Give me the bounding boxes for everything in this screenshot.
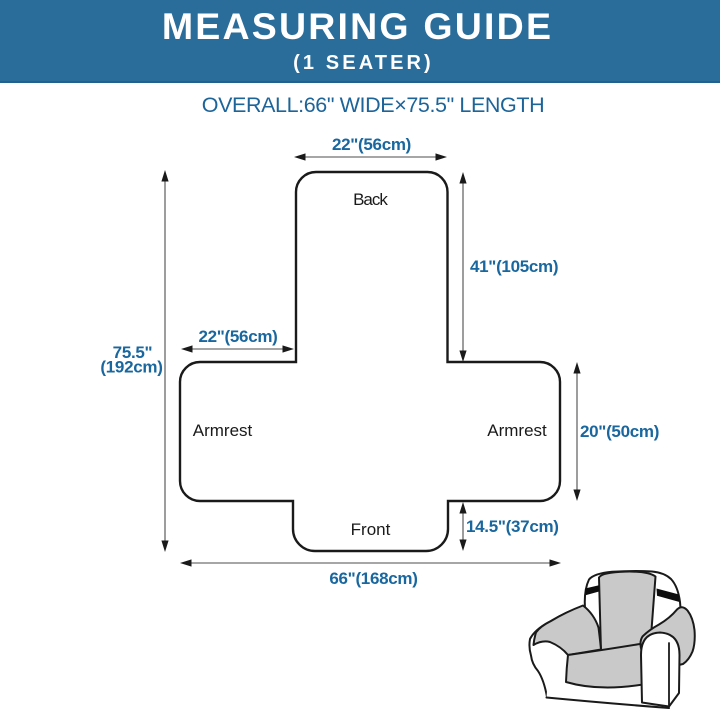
svg-text:22"(56cm): 22"(56cm): [332, 135, 411, 154]
svg-text:20"(50cm): 20"(50cm): [580, 422, 659, 441]
svg-text:66"(168cm): 66"(168cm): [329, 569, 417, 588]
svg-text:Armrest: Armrest: [193, 421, 253, 440]
svg-text:Front: Front: [351, 520, 391, 539]
svg-text:75.5": 75.5": [113, 343, 153, 362]
svg-text:Back: Back: [353, 190, 388, 209]
svg-text:14.5"(37cm): 14.5"(37cm): [466, 517, 559, 536]
svg-text:(192cm): (192cm): [100, 358, 162, 377]
svg-text:Armrest: Armrest: [487, 421, 547, 440]
svg-text:22"(56cm): 22"(56cm): [198, 327, 277, 346]
svg-text:41"(105cm): 41"(105cm): [470, 257, 558, 276]
